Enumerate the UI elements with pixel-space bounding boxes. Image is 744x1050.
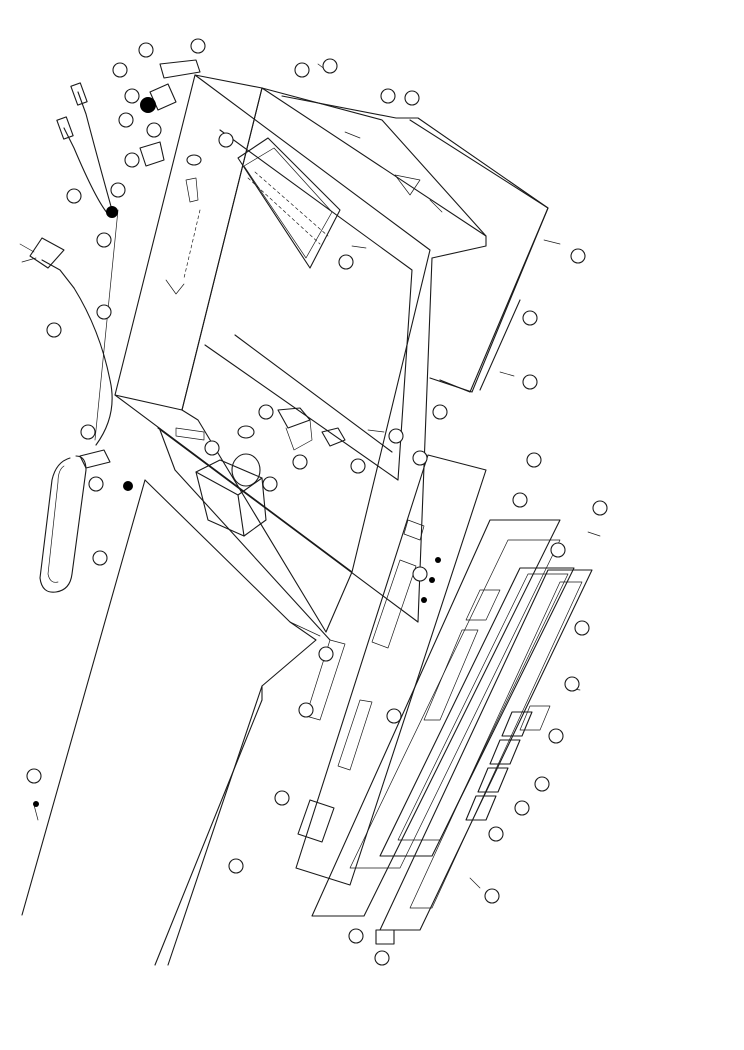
callout-c7	[118, 112, 134, 128]
callout-c44	[374, 950, 390, 966]
front-panel	[311, 519, 575, 917]
callout-c35	[592, 500, 608, 516]
callout-c16	[570, 248, 586, 264]
power-cord	[19, 209, 119, 446]
callout-c22	[338, 254, 354, 270]
callout-c23	[258, 404, 274, 420]
callout-c25	[262, 476, 278, 492]
callout-c14	[404, 90, 420, 106]
callout-c50	[26, 768, 42, 784]
callout-c42	[488, 826, 504, 842]
callout-c28	[88, 476, 104, 492]
callout-c43	[484, 888, 500, 904]
callout-c40	[534, 776, 550, 792]
chassis-frame	[114, 74, 487, 641]
callout-c34	[512, 492, 528, 508]
rear-panel	[261, 87, 549, 393]
callout-c17	[522, 310, 538, 326]
callout-c11	[66, 188, 82, 204]
connector-cluster	[139, 59, 202, 295]
callout-c3	[322, 58, 338, 74]
display-module	[237, 137, 341, 269]
callout-c15	[380, 88, 396, 104]
callout-c49	[228, 858, 244, 874]
callout-c29	[92, 550, 108, 566]
callout-c27	[80, 424, 96, 440]
callout-group	[26, 38, 608, 966]
front-pcb	[295, 454, 487, 886]
callout-c47	[386, 708, 402, 724]
callout-c38	[564, 676, 580, 692]
top-cover	[409, 119, 549, 393]
callout-c10	[110, 182, 126, 198]
display-window	[379, 569, 593, 931]
callout-c19	[432, 404, 448, 420]
knob	[375, 929, 395, 945]
callout-c36	[550, 542, 566, 558]
callout-c33	[526, 452, 542, 468]
callout-c1	[138, 42, 154, 58]
callout-c51	[298, 702, 314, 718]
callout-c8	[146, 122, 162, 138]
button-row	[465, 705, 551, 821]
callout-c31	[96, 304, 112, 320]
chassis-base	[21, 479, 321, 966]
callout-c5	[112, 62, 128, 78]
switch-cable-loop	[39, 449, 111, 593]
callout-c39	[548, 728, 564, 744]
callout-c41	[514, 800, 530, 816]
callout-c26	[292, 454, 308, 470]
transformer	[195, 453, 267, 537]
callout-c2	[190, 38, 206, 54]
callout-c6	[124, 88, 140, 104]
callout-c4	[294, 62, 310, 78]
callout-c18	[522, 374, 538, 390]
callout-c52	[318, 646, 334, 662]
callout-c20	[388, 428, 404, 444]
callout-c13	[218, 132, 234, 148]
rca-cables	[56, 82, 118, 218]
callout-c24	[204, 440, 220, 456]
callout-c9	[124, 152, 140, 168]
callout-c45	[348, 928, 364, 944]
callout-c21	[350, 458, 366, 474]
callout-c30	[46, 322, 62, 338]
callout-c12	[96, 232, 112, 248]
callout-c37	[574, 620, 590, 636]
callout-c48	[274, 790, 290, 806]
callout-c32	[412, 450, 428, 466]
callout-c46	[412, 566, 428, 582]
brackets	[175, 407, 346, 463]
